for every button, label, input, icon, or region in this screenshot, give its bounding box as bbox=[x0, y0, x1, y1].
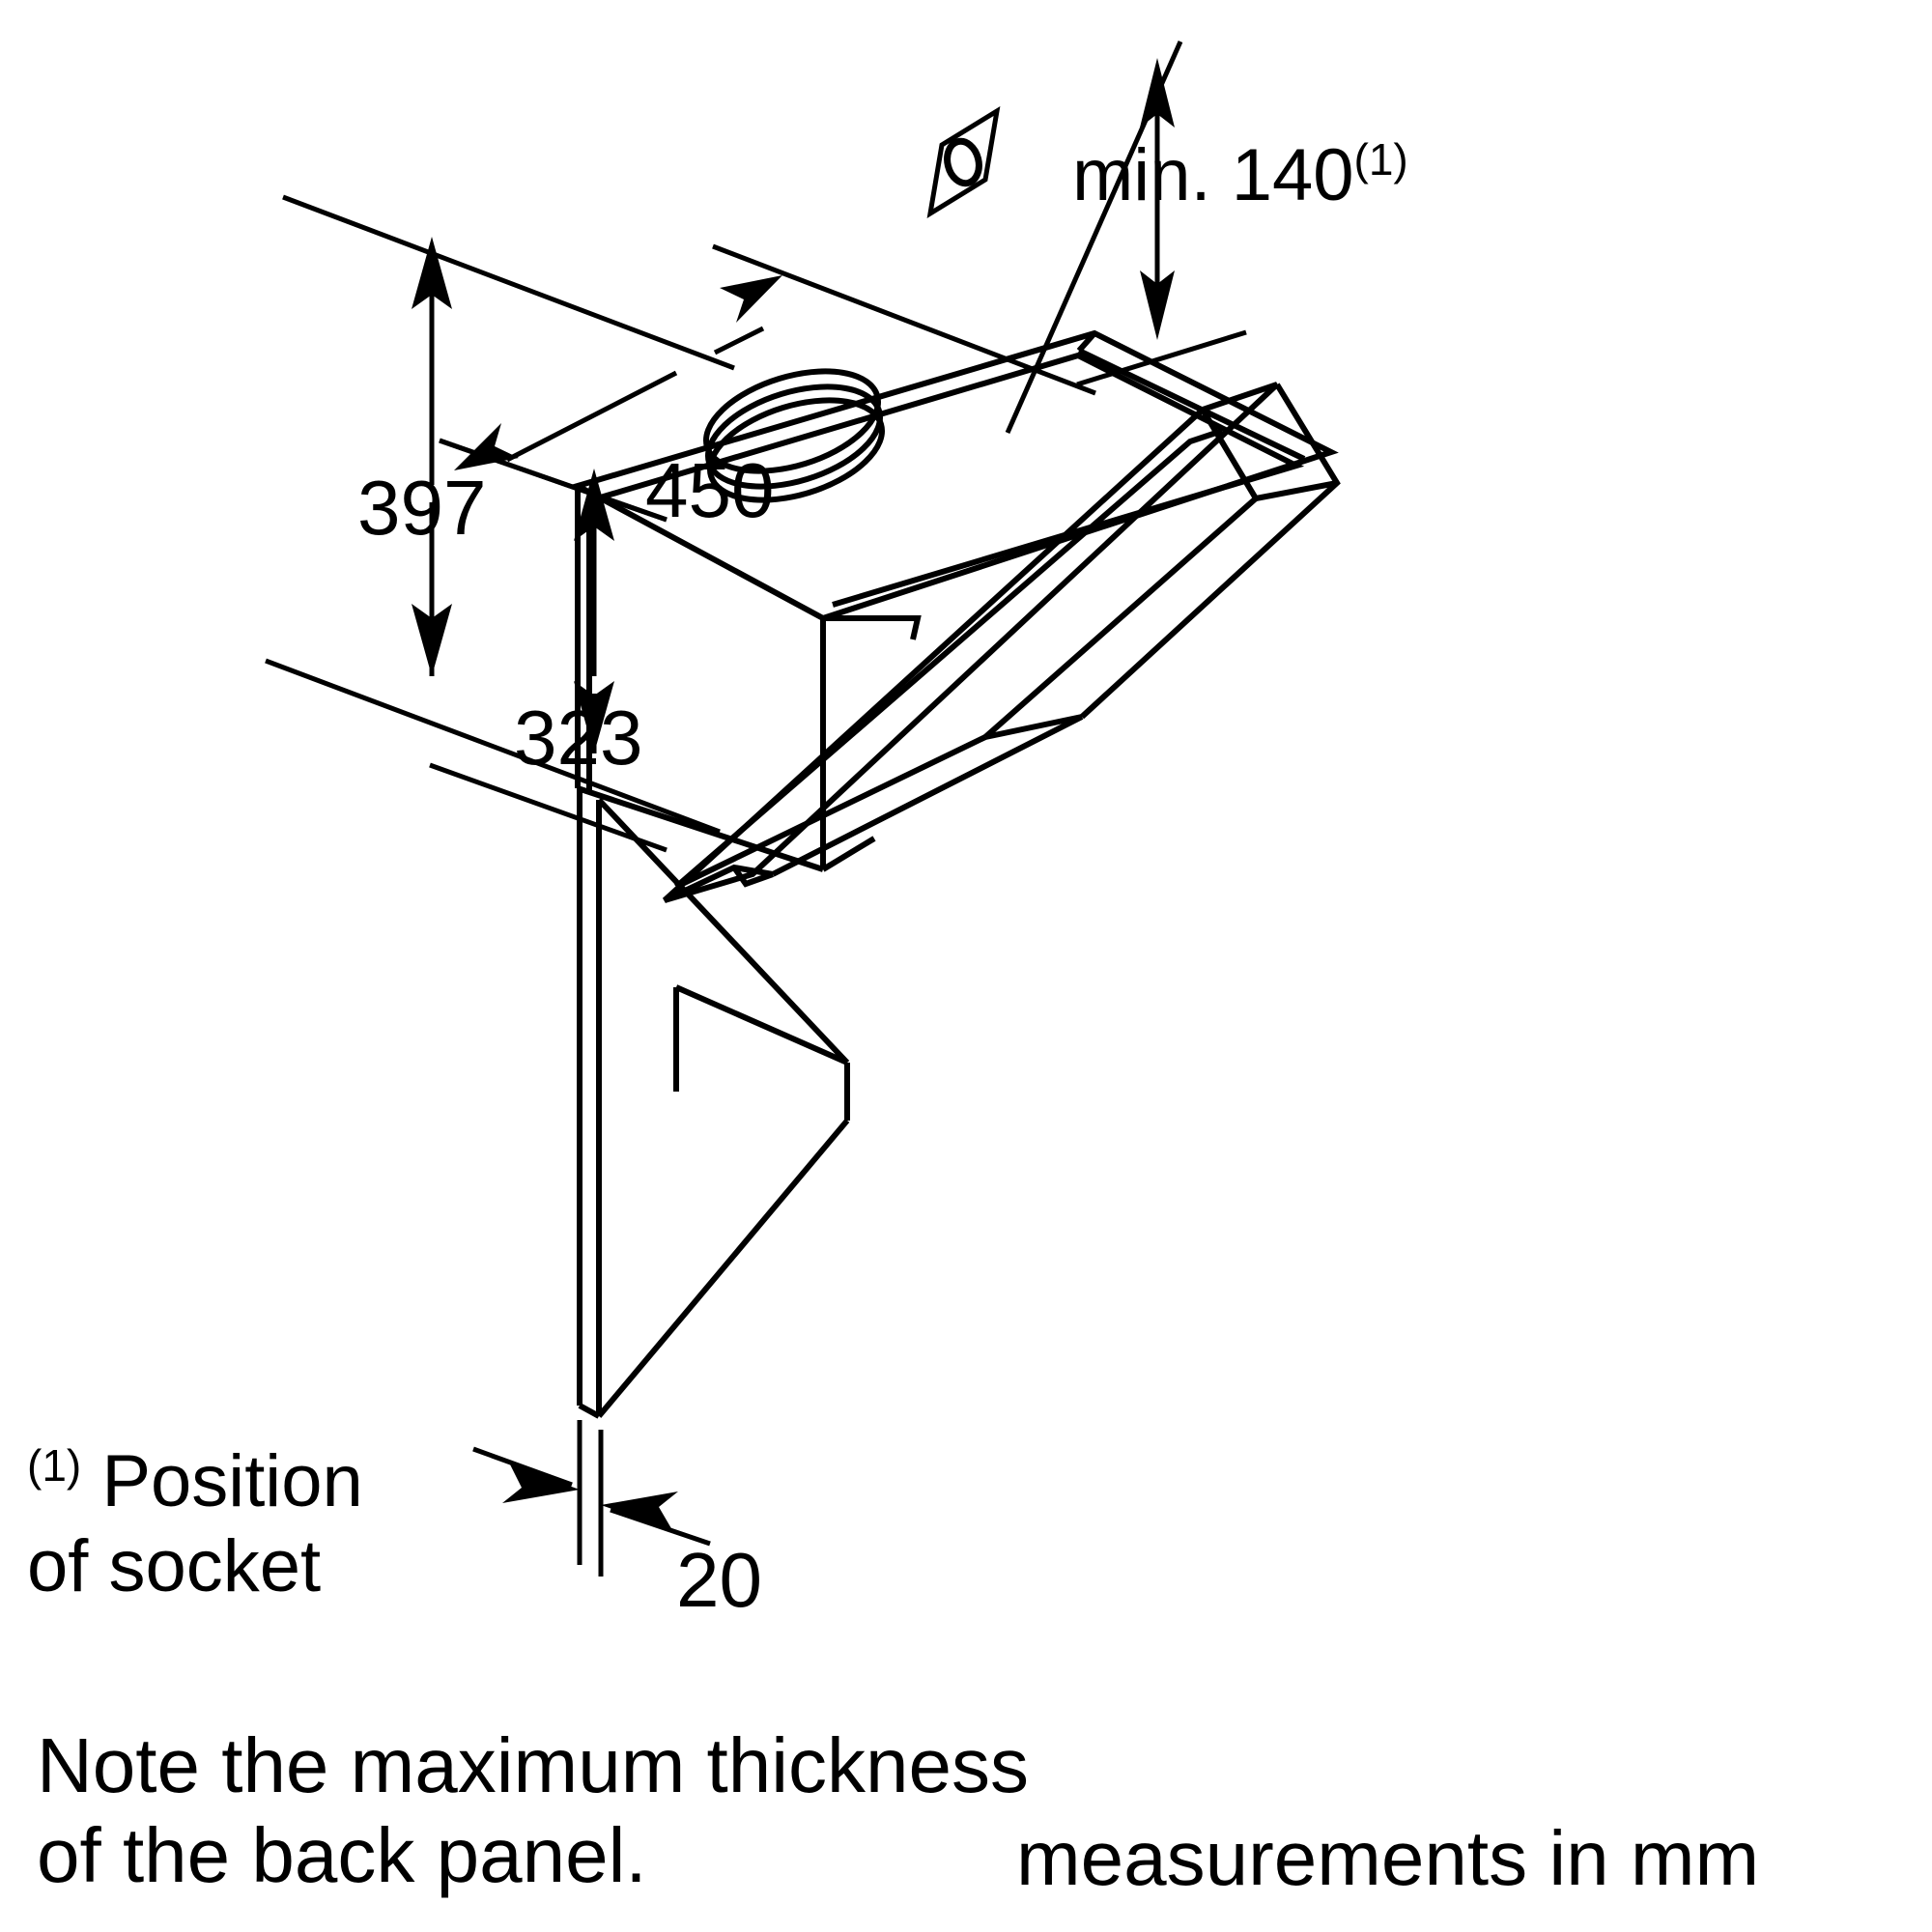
dimension-397 bbox=[265, 194, 735, 835]
round-duct-outlet-icon bbox=[702, 368, 886, 503]
dimension-20 bbox=[472, 1420, 711, 1577]
dimension-label-323: 323 bbox=[514, 695, 643, 781]
extractor-hood-body bbox=[570, 329, 1339, 872]
min140-superscript: (1) bbox=[1353, 134, 1408, 185]
note-measurement-units: measurements in mm bbox=[1016, 1815, 1760, 1901]
back-panel-note-line-2: of the back panel. bbox=[37, 1811, 647, 1898]
inclined-glass-front-panel bbox=[662, 382, 1341, 903]
dimension-label-450: 450 bbox=[645, 447, 775, 533]
back-panel-note-line-1: Note the maximum thickness bbox=[37, 1722, 1030, 1808]
footnote-line-1: Position bbox=[81, 1440, 363, 1522]
dimension-label-min-140: min. 140(1) bbox=[1072, 133, 1408, 218]
socket-outlet-icon bbox=[926, 105, 1001, 219]
back-panel-plate bbox=[577, 788, 850, 1419]
min140-value: min. 140 bbox=[1072, 134, 1354, 216]
footnote-superscript: (1) bbox=[27, 1440, 82, 1491]
dimension-label-20: 20 bbox=[676, 1537, 762, 1623]
dimension-label-397: 397 bbox=[357, 465, 487, 551]
dimension-323 bbox=[429, 438, 668, 853]
lower-bracket bbox=[673, 984, 850, 1121]
footnote-line-2: of socket bbox=[27, 1525, 322, 1608]
